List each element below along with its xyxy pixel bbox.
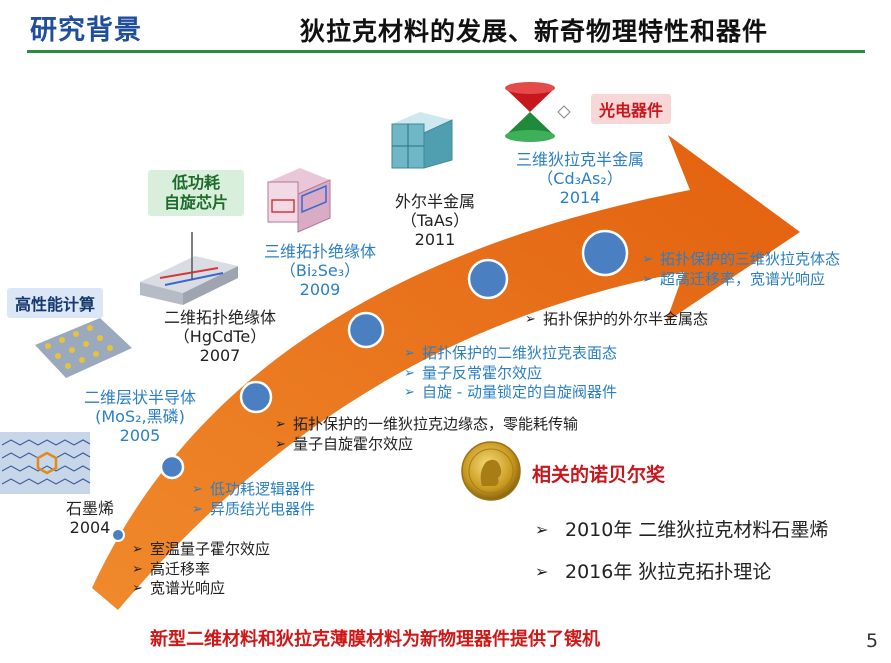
feature-item: 高迁移率 — [132, 560, 270, 580]
dirac-cone-image — [505, 82, 571, 142]
bi2se3-cube-image — [267, 168, 331, 233]
nobel-item: 2010年 二维狄拉克材料石墨烯 — [535, 518, 828, 542]
feature-item: 室温量子霍尔效应 — [132, 540, 270, 560]
milestone-2d-semiconductor: 二维层状半导体 (MoS₂,黑磷) 2005 — [60, 388, 220, 445]
feature-item: 宽谱光响应 — [132, 579, 270, 599]
node-2d-ti — [239, 380, 273, 414]
node-2d-semiconductor — [159, 454, 185, 480]
node-weyl — [467, 258, 509, 300]
milestone-formula: (MoS₂,黑磷) — [95, 407, 185, 426]
feature-item: 自旋 - 动量锁定的自旋阀器件 — [404, 383, 617, 403]
features-weyl-semimetal: 拓扑保护的外尔半金属态 — [525, 310, 708, 330]
milestone-name: 二维层状半导体 — [83, 388, 196, 407]
milestone-formula: （Cd₃As₂） — [537, 169, 623, 188]
features-2d-topological-insulator: 拓扑保护的一维狄拉克边缘态，零能耗传输 量子自旋霍尔效应 — [275, 415, 578, 454]
hgcdte-device-image — [140, 232, 238, 305]
milestone-name: 三维拓扑绝缘体 — [263, 242, 376, 261]
milestone-name: 三维狄拉克半金属 — [515, 150, 644, 169]
milestone-formula: （Bi₂Se₃） — [279, 261, 361, 280]
tag-high-performance-computing: 高性能计算 — [7, 288, 104, 318]
page-number: 5 — [866, 630, 879, 652]
taas-crystal-image — [391, 112, 453, 169]
tag-low-power-spin-chip: 低功耗 自旋芯片 — [148, 170, 244, 216]
feature-item: 异质结光电器件 — [192, 500, 315, 520]
milestone-year: 2011 — [414, 230, 456, 249]
milestone-3d-topological-insulator: 三维拓扑绝缘体 （Bi₂Se₃） 2009 — [240, 242, 400, 299]
milestone-name: 外尔半金属 — [394, 192, 475, 211]
features-3d-dirac-semimetal: 拓扑保护的三维狄拉克体态 超高迁移率，宽谱光响应 — [642, 250, 840, 289]
mos2-lattice-image — [35, 318, 132, 378]
feature-item: 量子反常霍尔效应 — [404, 364, 617, 384]
node-3d-ti — [347, 311, 385, 349]
milestone-year: 2004 — [69, 518, 111, 537]
feature-item: 超高迁移率，宽谱光响应 — [642, 270, 840, 290]
nobel-medal-icon — [461, 441, 521, 501]
nobel-prize-list: 2010年 二维狄拉克材料石墨烯 2016年 狄拉克拓扑理论 — [535, 518, 828, 584]
milestone-name: 二维拓扑绝缘体 — [163, 308, 276, 327]
milestone-3d-dirac-semimetal: 三维狄拉克半金属 （Cd₃As₂） 2014 — [495, 150, 665, 207]
conclusion-text: 新型二维材料和狄拉克薄膜材料为新物理器件提供了锲机 — [150, 629, 600, 650]
feature-item: 拓扑保护的二维狄拉克表面态 — [404, 344, 617, 364]
feature-item: 拓扑保护的外尔半金属态 — [525, 310, 708, 330]
features-2d-semiconductor: 低功耗逻辑器件 异质结光电器件 — [192, 480, 315, 519]
milestone-graphene: 石墨烯 2004 — [40, 499, 140, 537]
milestone-formula: （HgCdTe） — [173, 327, 267, 346]
milestone-year: 2009 — [299, 280, 341, 299]
feature-item: 拓扑保护的三维狄拉克体态 — [642, 250, 840, 270]
section-title: 研究背景 — [30, 15, 142, 46]
tag-low-power-line2: 自旋芯片 — [163, 193, 228, 212]
milestone-formula: （TaAs） — [400, 211, 470, 230]
tag-optoelectronic-device: 光电器件 — [591, 94, 672, 124]
features-graphene: 室温量子霍尔效应 高迁移率 宽谱光响应 — [132, 540, 270, 599]
slide-title: 狄拉克材料的发展、新奇物理特性和器件 — [300, 17, 769, 46]
node-dirac-semimetal — [581, 229, 629, 277]
nobel-prize-title: 相关的诺贝尔奖 — [532, 464, 666, 486]
milestone-year: 2007 — [199, 346, 241, 365]
milestone-year: 2005 — [119, 426, 161, 445]
feature-item: 量子自旋霍尔效应 — [275, 435, 578, 455]
milestone-name: 石墨烯 — [65, 499, 114, 518]
feature-item: 低功耗逻辑器件 — [192, 480, 315, 500]
features-3d-topological-insulator: 拓扑保护的二维狄拉克表面态 量子反常霍尔效应 自旋 - 动量锁定的自旋阀器件 — [404, 344, 617, 403]
milestone-year: 2014 — [559, 188, 601, 207]
milestone-nodes — [111, 229, 629, 542]
nobel-item: 2016年 狄拉克拓扑理论 — [535, 560, 828, 584]
node-graphene — [111, 528, 125, 542]
title-divider — [27, 50, 865, 53]
tag-low-power-line1: 低功耗 — [171, 173, 220, 192]
feature-item: 拓扑保护的一维狄拉克边缘态，零能耗传输 — [275, 415, 578, 435]
milestone-2d-topological-insulator: 二维拓扑绝缘体 （HgCdTe） 2007 — [140, 308, 300, 365]
graphene-lattice-image — [0, 432, 91, 494]
milestone-weyl-semimetal: 外尔半金属 （TaAs） 2011 — [375, 192, 495, 249]
